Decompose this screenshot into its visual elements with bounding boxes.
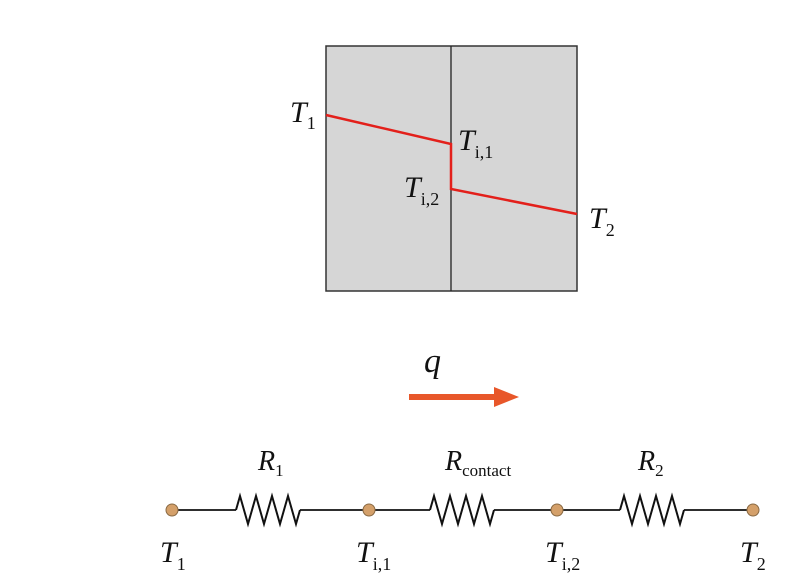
resistor-label-r1: R1 (257, 446, 284, 480)
thermal-circuit (165, 492, 760, 528)
label-t2: T2 (589, 202, 615, 240)
node-label-ti1: Ti,1 (356, 536, 391, 574)
node-label-ti2: Ti,2 (545, 536, 580, 574)
circuit-node-2 (362, 503, 376, 517)
resistor-icon-3 (619, 492, 685, 528)
circuit-node-3 (550, 503, 564, 517)
composite-wall (325, 45, 578, 292)
circuit-node-4 (746, 503, 760, 517)
heat-flow-label: q (424, 343, 441, 380)
resistor-label-rcontact: Rcontact (444, 446, 511, 480)
label-ti1: Ti,1 (458, 124, 493, 162)
circuit-node-1 (165, 503, 179, 517)
node-label-t2: T2 (740, 536, 766, 574)
temperature-profile (325, 113, 578, 216)
node-label-t1: T1 (160, 536, 186, 574)
resistor-icon-1 (235, 492, 301, 528)
label-t1: T1 (290, 96, 316, 133)
label-ti2: Ti,2 (404, 171, 439, 209)
resistor-label-r2: R2 (637, 446, 664, 480)
resistor-icon-2 (429, 492, 495, 528)
heat-flow-arrow-icon (409, 387, 519, 407)
